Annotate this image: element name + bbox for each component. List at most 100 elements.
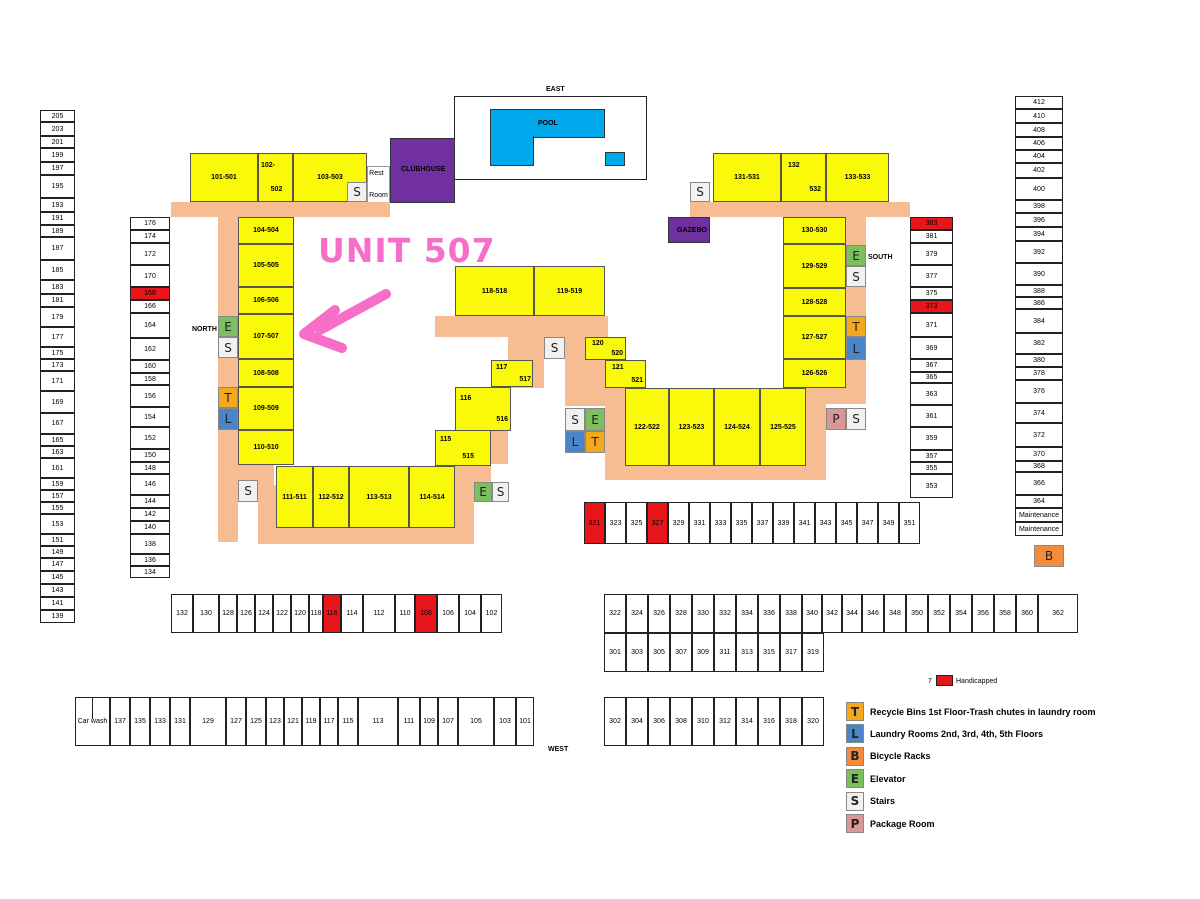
unit-115-label: 115 bbox=[440, 436, 452, 443]
parking-space: 326 bbox=[648, 594, 670, 633]
unit-516-label: 516 bbox=[496, 416, 508, 423]
unit-116[interactable]: 116 516 bbox=[455, 387, 511, 431]
parking-space: 106 bbox=[437, 594, 459, 633]
parking-space: 187 bbox=[40, 237, 75, 260]
parking-space: 183 bbox=[40, 280, 75, 294]
unit-127[interactable]: 127-527 bbox=[783, 316, 846, 359]
parking-space: 119 bbox=[302, 697, 320, 746]
unit-133[interactable]: 133-533 bbox=[826, 153, 889, 202]
parking-space: 199 bbox=[40, 148, 75, 162]
unit-121[interactable]: 121 521 bbox=[605, 360, 646, 388]
parking-space: 148 bbox=[130, 462, 170, 474]
parking-space: 101 bbox=[516, 697, 534, 746]
parking-space: 321 bbox=[584, 502, 605, 544]
unit-128[interactable]: 128-528 bbox=[783, 288, 846, 316]
parking-space: 169 bbox=[40, 391, 75, 413]
parking-space: 396 bbox=[1015, 213, 1063, 227]
parking-space: 156 bbox=[130, 385, 170, 407]
elevator-marker: E bbox=[585, 408, 605, 431]
laundry-marker: L bbox=[565, 431, 585, 453]
parking-space: 343 bbox=[815, 502, 836, 544]
parking-space: 349 bbox=[878, 502, 899, 544]
parking-space: 313 bbox=[736, 633, 758, 672]
unit-113[interactable]: 113-513 bbox=[349, 466, 409, 528]
parking-space: 335 bbox=[731, 502, 752, 544]
parking-space: 350 bbox=[906, 594, 928, 633]
unit-132[interactable]: 132 532 bbox=[781, 153, 826, 202]
parking-space: 382 bbox=[1015, 333, 1063, 354]
stairs-marker: S bbox=[238, 480, 258, 502]
parking-space: 137 bbox=[110, 697, 130, 746]
unit-123[interactable]: 123-523 bbox=[669, 388, 714, 466]
unit-115[interactable]: 115 515 bbox=[435, 430, 491, 466]
unit-112[interactable]: 112-512 bbox=[313, 466, 349, 528]
parking-space: 319 bbox=[802, 633, 824, 672]
unit-119[interactable]: 119-519 bbox=[534, 266, 605, 316]
unit-118[interactable]: 118-518 bbox=[455, 266, 534, 316]
unit-120[interactable]: 120 520 bbox=[585, 337, 626, 360]
pool bbox=[490, 109, 605, 138]
parking-space: 115 bbox=[338, 697, 358, 746]
unit-126[interactable]: 126-526 bbox=[783, 359, 846, 388]
unit-102[interactable]: 102- 502 bbox=[258, 153, 293, 202]
unit-117[interactable]: 117 517 bbox=[491, 360, 533, 387]
spa bbox=[605, 152, 625, 166]
parking-space: 334 bbox=[736, 594, 758, 633]
hallway bbox=[565, 316, 585, 406]
hallway bbox=[218, 202, 238, 542]
unit-101[interactable]: 101-501 bbox=[190, 153, 258, 202]
unit-121-label: 121 bbox=[612, 364, 624, 371]
gazebo bbox=[668, 217, 710, 243]
parking-space: 132 bbox=[171, 594, 193, 633]
east-label: EAST bbox=[546, 86, 565, 93]
parking-space: 408 bbox=[1015, 123, 1063, 137]
parking-space: Maintenance bbox=[1015, 522, 1063, 536]
unit-122[interactable]: 122-522 bbox=[625, 388, 669, 466]
unit-108[interactable]: 108-508 bbox=[238, 359, 294, 387]
unit-114[interactable]: 114-514 bbox=[409, 466, 455, 528]
unit-107[interactable]: 107-507 bbox=[238, 314, 294, 359]
unit-105[interactable]: 105-505 bbox=[238, 244, 294, 287]
unit-109[interactable]: 109-509 bbox=[238, 387, 294, 430]
unit-131[interactable]: 131-531 bbox=[713, 153, 781, 202]
clubhouse-label: CLUBHOUSE bbox=[401, 166, 446, 173]
pool-label: POOL bbox=[538, 120, 558, 127]
parking-space: 369 bbox=[910, 337, 953, 359]
parking-space: 179 bbox=[40, 307, 75, 327]
unit-130[interactable]: 130-530 bbox=[783, 217, 846, 244]
unit-102-label: 102- bbox=[261, 162, 276, 170]
elevator-marker: E bbox=[218, 316, 238, 337]
unit-125[interactable]: 125-525 bbox=[760, 388, 806, 466]
handicapped-label: Handicapped bbox=[956, 678, 998, 685]
unit-104[interactable]: 104-504 bbox=[238, 217, 294, 244]
parking-space: Maintenance bbox=[1015, 508, 1063, 522]
parking-space: 373 bbox=[910, 300, 953, 313]
parking-space: 118 bbox=[309, 594, 323, 633]
hallway bbox=[258, 528, 474, 544]
parking-space: 379 bbox=[910, 243, 953, 265]
parking-space: 117 bbox=[320, 697, 338, 746]
parking-space: 370 bbox=[1015, 447, 1063, 461]
recycle-marker: T bbox=[218, 387, 238, 408]
parking-space: 324 bbox=[626, 594, 648, 633]
parking-space: 367 bbox=[910, 359, 953, 372]
legend-text: Elevator bbox=[870, 773, 906, 784]
unit-106[interactable]: 106-506 bbox=[238, 287, 294, 314]
parking-space: 358 bbox=[994, 594, 1016, 633]
parking-space: 338 bbox=[780, 594, 802, 633]
parking-space: 329 bbox=[668, 502, 689, 544]
unit-129[interactable]: 129-529 bbox=[783, 244, 846, 288]
parking-space: 318 bbox=[780, 697, 802, 746]
parking-space: 146 bbox=[130, 474, 170, 495]
parking-space: 149 bbox=[40, 546, 75, 558]
parking-space: 339 bbox=[773, 502, 794, 544]
stairs-marker: S bbox=[347, 182, 367, 202]
parking-space: 328 bbox=[670, 594, 692, 633]
unit-110[interactable]: 110-510 bbox=[238, 430, 294, 465]
parking-space: 330 bbox=[692, 594, 714, 633]
elevator-marker: E bbox=[474, 482, 492, 502]
unit-111[interactable]: 111-511 bbox=[276, 466, 313, 528]
unit-124[interactable]: 124-524 bbox=[714, 388, 760, 466]
parking-space: 308 bbox=[670, 697, 692, 746]
